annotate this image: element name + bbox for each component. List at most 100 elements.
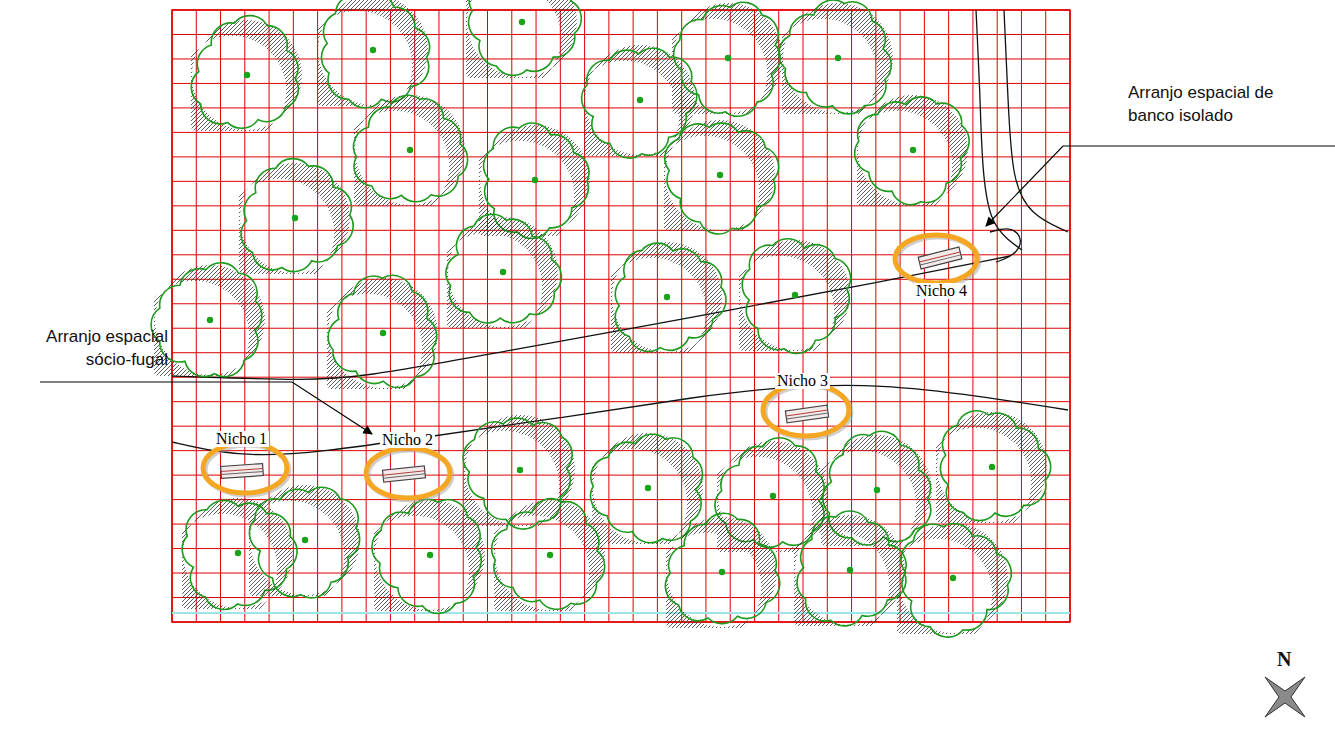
grid-line [172, 205, 1070, 206]
tree-trunk [719, 569, 725, 575]
leader-line [40, 382, 372, 434]
tree-trunk [517, 467, 523, 473]
grid-line [172, 83, 1070, 84]
tree-symbol [591, 432, 704, 544]
niche-ring [763, 384, 849, 436]
tree-shade [794, 514, 906, 626]
niche-label: Nicho 4 [914, 283, 969, 299]
tree-trunk [637, 97, 643, 103]
tree-crown [615, 243, 726, 351]
tree-shade [857, 94, 969, 206]
bench-symbol [221, 464, 264, 479]
tree-symbol [191, 16, 303, 131]
tree-trunk [989, 464, 995, 470]
tree-crown [492, 499, 605, 610]
niche-ring [366, 448, 450, 498]
tree-symbol [327, 275, 439, 389]
niche-outline [761, 382, 851, 438]
trees [151, 0, 1051, 637]
tree-trunk [370, 47, 376, 53]
tree-trunk [717, 172, 723, 178]
grid-line [511, 10, 512, 622]
grid-line [438, 10, 439, 622]
tree-shade [354, 94, 466, 206]
tree-symbol [372, 499, 486, 613]
tree-shade [466, 0, 578, 78]
tree-symbol [779, 0, 894, 114]
tree-crown [940, 411, 1050, 521]
tree-symbol [665, 513, 779, 628]
tree-crown [665, 123, 779, 234]
tree-trunk [950, 575, 956, 581]
tree-trunk [835, 55, 841, 61]
tree-shade [374, 499, 486, 611]
tree-symbol [739, 239, 851, 354]
grid-line [172, 230, 1070, 231]
tree-crown [321, 0, 429, 108]
tree-trunk [235, 550, 241, 556]
grid-line [997, 10, 998, 622]
tree-symbol [936, 411, 1051, 523]
tree-trunk [770, 493, 776, 499]
tree-trunk [500, 269, 506, 275]
bench-symbol [382, 466, 425, 482]
tree-shade [782, 2, 894, 114]
grid-line [366, 10, 367, 622]
tree-trunk [427, 552, 433, 558]
tree-symbol [664, 119, 779, 234]
tree-symbol [672, 2, 784, 116]
tree-trunk [645, 485, 651, 491]
niche-outline [364, 446, 452, 500]
tree-shade [327, 277, 439, 389]
tree-symbol [611, 241, 726, 353]
tree-trunk [547, 552, 553, 558]
niche-ellipse: Nicho 1 [201, 441, 289, 495]
tree-trunk [207, 317, 213, 323]
grid-line [172, 34, 1070, 35]
niche-ellipse: Nicho 3 [761, 382, 851, 438]
tree-symbol [897, 522, 1011, 637]
niche-ellipse: Nicho 2 [364, 446, 452, 500]
niche-outline [893, 233, 979, 285]
grid-line [172, 303, 1070, 304]
tree-symbol [249, 484, 361, 598]
north-label: N [1277, 646, 1291, 673]
tree-symbol [794, 511, 906, 626]
tree-shade [494, 499, 606, 611]
tree-crown [354, 95, 468, 201]
tree-trunk [407, 147, 413, 153]
grid-line [778, 10, 779, 622]
tree-trunk [910, 147, 916, 153]
tree-symbol [151, 263, 266, 377]
niche-label: Nicho 2 [380, 432, 435, 448]
tree-symbol [855, 94, 969, 206]
walkway-line [990, 229, 1020, 262]
tree-crown [469, 0, 582, 75]
tree-trunk [874, 487, 880, 493]
tree-trunk [725, 55, 731, 61]
tree-trunk [380, 330, 386, 336]
niche-label: Nicho 3 [775, 373, 830, 389]
grid-line [1045, 10, 1046, 622]
grid-line [172, 426, 1070, 427]
tree-crown [328, 275, 437, 387]
tree-symbol [466, 0, 581, 78]
tree-crown [591, 434, 703, 542]
tree-symbol [317, 0, 430, 108]
walkway-line [976, 10, 1022, 250]
tree-crown [779, 0, 891, 114]
grid-line [172, 573, 1070, 574]
site-edge [172, 612, 1070, 614]
tree-crown [446, 214, 561, 323]
grid-line [633, 10, 634, 622]
tree-crown [674, 2, 780, 116]
tree-trunk [532, 177, 538, 183]
callout-text: Arranjo espacial sócio-fugal [18, 326, 168, 372]
grid-line [560, 10, 561, 622]
tree-crown [665, 513, 779, 623]
niche-ring [895, 235, 977, 283]
tree-shade [239, 162, 351, 274]
tree-shade [191, 19, 303, 131]
